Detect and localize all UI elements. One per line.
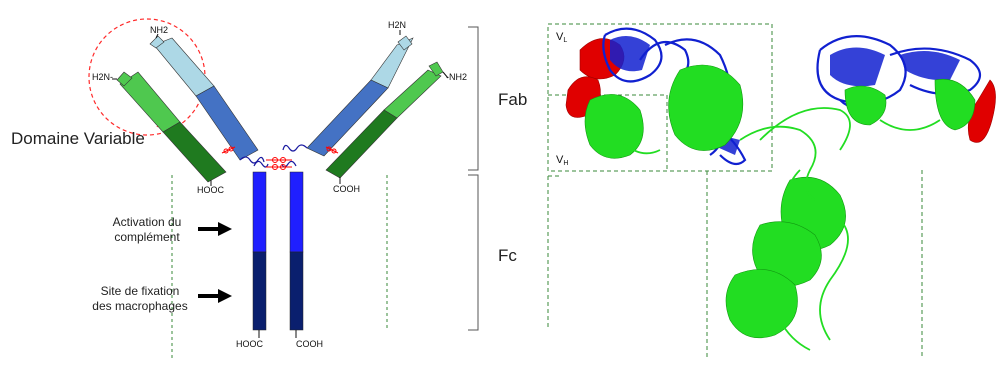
activation-line2: complément: [114, 230, 180, 244]
arrow-activation: [198, 227, 220, 231]
protein-blue-fill: [610, 36, 960, 155]
disulfide-bonds: [221, 146, 339, 170]
cooh-right-fab: COOH: [333, 184, 360, 194]
protein-blue-regions: [602, 27, 982, 166]
right-light-chain: [306, 35, 414, 157]
h2n-right-light: H2N: [388, 20, 407, 30]
arrow-macrophage-head: [218, 289, 232, 303]
activation-line1: Activation du: [112, 215, 182, 229]
site-line2: des macrophages: [92, 299, 188, 313]
arrows: [198, 222, 232, 303]
terminus-ticks: [112, 30, 449, 338]
fc-left-stem: [252, 171, 267, 331]
vl-label: VL: [556, 31, 568, 44]
fc-label: Fc: [498, 246, 517, 265]
h2n-left-heavy: H2N-: [92, 72, 114, 82]
fab-bracket: [468, 26, 479, 171]
left-guide-lines: [171, 175, 388, 358]
arrow-activation-head: [218, 222, 232, 236]
site-line1: Site de fixation: [100, 284, 180, 298]
hooc-left-fab: HOOC: [197, 185, 224, 195]
protein-green-loops: [619, 107, 941, 351]
cooh-bottom: COOH: [296, 339, 323, 349]
arrow-macrophage: [198, 294, 220, 298]
left-heavy-chain: [116, 71, 227, 183]
macrophage-site-label: Site de fixation des macrophages: [80, 284, 200, 314]
fc-right-stem: [289, 171, 304, 331]
domaine-variable-label: Domaine Variable: [11, 129, 145, 148]
left-light-chain: [149, 35, 259, 161]
activation-label: Activation du complément: [92, 215, 202, 245]
fc-bracket: [468, 174, 479, 331]
hooc-bottom: HOOC: [236, 339, 263, 349]
nh2-right-heavy: -NH2: [446, 72, 468, 82]
hinge-region: [239, 144, 308, 168]
vh-label: VH: [556, 154, 569, 167]
fab-label: Fab: [498, 90, 528, 109]
protein-green-regions: [584, 64, 976, 339]
nh2-left-light: NH2: [150, 25, 169, 35]
